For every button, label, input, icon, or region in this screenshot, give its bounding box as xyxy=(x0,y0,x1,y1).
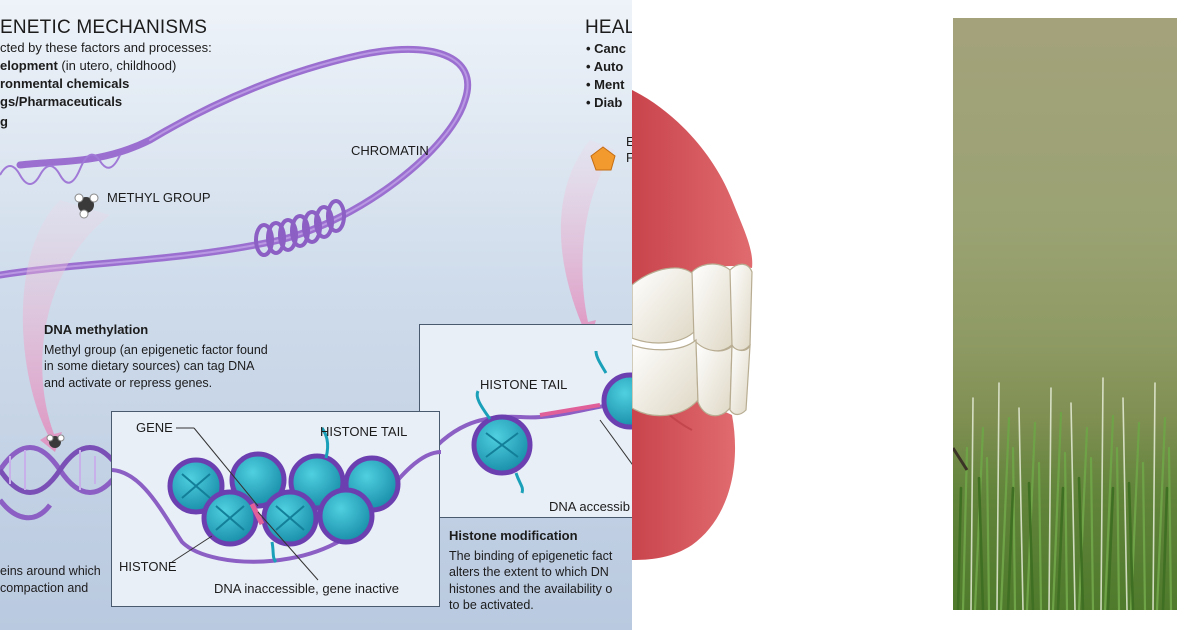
histone-tail-label: HISTONE TAIL xyxy=(480,377,568,392)
page-title: ENETIC MECHANISMS xyxy=(0,17,208,38)
histone-label: HISTONE xyxy=(119,559,177,574)
health-item: • Auto xyxy=(586,59,624,74)
nucleosome-cluster-art xyxy=(111,427,442,581)
edge-letter: E xyxy=(626,134,632,149)
chromatin-label: CHROMATIN xyxy=(351,143,429,158)
double-helix xyxy=(0,445,123,521)
accessible-dna-art xyxy=(418,350,632,494)
dna-accessible-label: DNA accessib xyxy=(549,499,630,514)
dark-stem xyxy=(953,447,969,471)
methyl-group-molecule xyxy=(74,193,99,219)
epigenetic-factor-pentagon xyxy=(590,146,616,171)
factor-item: elopment (in utero, childhood) xyxy=(0,58,177,73)
teeth-artwork xyxy=(632,90,753,560)
teeth-illustration xyxy=(632,0,952,630)
upper-gum xyxy=(632,90,753,295)
grass-photo xyxy=(953,18,1177,610)
upper-teeth xyxy=(632,263,753,352)
inaccessible-dna-inset xyxy=(111,411,442,607)
histone-tail-label: HISTONE TAIL xyxy=(320,424,408,439)
histone-arrow xyxy=(560,140,615,340)
intro-text: cted by these factors and processes: xyxy=(0,40,212,55)
histone-modification-text: Histone modification The binding of epig… xyxy=(449,528,613,612)
chromatin-coil xyxy=(254,199,346,257)
dna-inaccessible-label: DNA inaccessible, gene inactive xyxy=(214,581,399,596)
factor-item: ronmental chemicals xyxy=(0,76,130,91)
factor-item: gs/Pharmaceuticals xyxy=(0,94,123,109)
health-item: • Ment xyxy=(586,77,625,92)
methyl-tag-on-dna xyxy=(46,434,65,448)
gene-label: GENE xyxy=(136,420,173,435)
epigenetics-illustration: ENETIC MECHANISMS cted by these factors … xyxy=(0,0,632,630)
methyl-group-label: METHYL GROUP xyxy=(107,190,211,205)
left-fragment-text: eins around which compaction and xyxy=(0,564,101,595)
factor-item: g xyxy=(0,114,8,129)
health-title: HEAL xyxy=(585,17,632,38)
dna-thin-strand xyxy=(0,153,121,185)
health-item: • Diab xyxy=(586,95,623,110)
grass-blades xyxy=(956,377,1173,610)
grass-artwork xyxy=(953,377,1173,610)
dna-methylation-text: DNA methylation Methyl group (an epigene… xyxy=(44,322,268,390)
accessible-dna-inset xyxy=(418,324,632,518)
health-item: • Canc xyxy=(586,41,626,56)
methylation-arrow xyxy=(22,200,110,452)
edge-letter: F xyxy=(626,150,632,165)
lower-teeth xyxy=(632,338,751,417)
